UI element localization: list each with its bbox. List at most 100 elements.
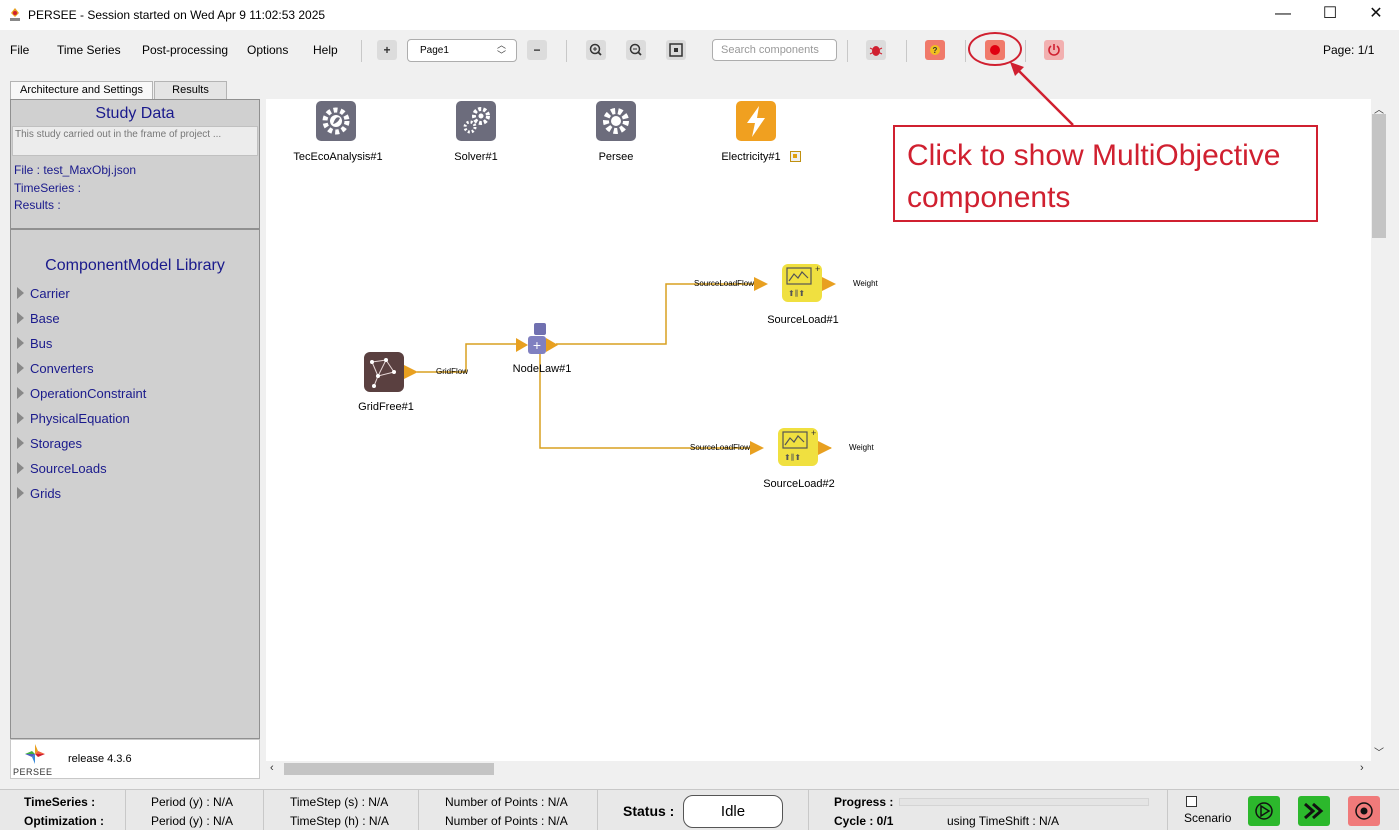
library-item-physicalequation[interactable]: PhysicalEquation [17,411,130,426]
sourceloadflow1-port-label: SourceLoadFlow [694,279,755,288]
gear-icon [603,108,629,134]
gridfree-component[interactable] [364,352,404,392]
zoom-in-button[interactable] [586,40,606,60]
logo-text: PERSEE [13,767,53,777]
sourceload1-component[interactable]: ⬆⫼⬆+ [782,264,822,302]
timeseries-label: TimeSeries : [24,795,96,809]
cycle-value: Cycle : 0/1 [834,814,894,828]
period-y-optimization: Period (y) : N/A [151,814,234,828]
sourceload2-component[interactable]: ⬆⫼⬆+ [778,428,818,466]
play-icon [1255,802,1273,820]
menu-post-processing-label: Post-processing [142,43,229,57]
solver-component[interactable] [456,101,496,141]
network-icon [370,358,396,388]
status-separator [597,790,598,830]
status-separator [263,790,264,830]
gear-leaf-icon [322,107,350,135]
gridflow-port-label: GridFlow [436,367,469,376]
lightning-icon [747,106,765,137]
status-bar: TimeSeries : Optimization : Period (y) :… [0,789,1399,830]
horizontal-scrollbar[interactable]: ‹ › [266,761,1371,777]
library-item-label: SourceLoads [30,461,107,476]
annotation-arrow [1010,62,1074,126]
load-chart-icon: ⬆⫼⬆+ [782,428,816,462]
release-panel: PERSEE release 4.3.6 [10,739,260,779]
library-item-carrier[interactable]: Carrier [17,286,70,301]
svg-text:⬆⫼⬆: ⬆⫼⬆ [784,453,801,462]
library-item-base[interactable]: Base [17,311,60,326]
remove-page-button[interactable]: − [527,40,547,60]
number-of-points-timeseries: Number of Points : N/A [445,795,568,809]
menu-help[interactable]: Help [313,43,338,57]
menu-post-processing[interactable]: Post-processing [142,43,228,57]
study-description[interactable]: This study carried out in the frame of p… [12,126,258,156]
debug-button[interactable] [866,40,886,60]
expand-arrow-icon [17,287,24,299]
library-item-storages[interactable]: Storages [17,436,82,451]
vertical-scroll-thumb[interactable] [1372,114,1386,238]
vertical-scrollbar[interactable]: ︿ ﹀ [1371,99,1387,761]
nodelaw-settings-icon[interactable] [534,323,546,335]
library-item-grids[interactable]: Grids [17,486,61,501]
input-port-icon [750,441,764,455]
add-page-button[interactable]: + [377,40,397,60]
toolbar-separator [566,40,567,62]
timestep-hours: TimeStep (h) : N/A [290,814,389,828]
zoom-out-button[interactable] [626,40,646,60]
persee-component[interactable] [596,101,636,141]
fit-view-button[interactable] [666,40,686,60]
scroll-right-icon[interactable]: › [1360,762,1364,774]
gridfree-label: GridFree#1 [358,401,414,413]
expand-arrow-icon [17,437,24,449]
quit-button[interactable] [1044,40,1064,60]
status-separator [808,790,809,830]
tecoanalysis-component[interactable] [316,101,356,141]
electricity-component[interactable] [736,101,776,141]
fast-run-button[interactable] [1298,796,1330,826]
close-button[interactable]: ✕ [1369,5,1383,22]
minimize-button[interactable]: — [1275,5,1291,22]
annotation-line-2: components [907,181,1071,214]
library-item-operationconstraint[interactable]: OperationConstraint [17,386,146,401]
toolbar-separator [847,40,848,62]
library-item-bus[interactable]: Bus [17,336,52,351]
expand-arrow-icon [17,462,24,474]
persee-label: Persee [598,151,634,163]
menu-options[interactable]: Options [247,43,288,57]
search-input[interactable] [712,39,837,61]
help-button[interactable]: ? [925,40,945,60]
library-item-label: Carrier [30,286,70,301]
power-icon [1048,44,1060,56]
horizontal-scroll-thumb[interactable] [284,763,494,775]
period-y-timeseries: Period (y) : N/A [151,795,234,809]
scenario-label: Scenario [1184,811,1232,825]
scroll-up-icon[interactable]: ︿ [1374,105,1384,116]
status-label: Status : [623,803,675,819]
scroll-down-icon[interactable]: ﹀ [1374,748,1384,759]
nodelaw-component[interactable]: + [516,336,562,354]
study-file: File : test_MaxObj.json [14,163,137,177]
library-item-label: Storages [30,436,83,451]
menu-help-label: Help [313,43,338,57]
expand-arrow-icon [17,337,24,349]
library-title: ComponentModel Library [45,257,225,274]
run-button[interactable] [1248,796,1280,826]
scroll-left-icon[interactable]: ‹ [270,762,274,774]
electricity-checkbox[interactable] [790,151,801,162]
library-item-converters[interactable]: Converters [17,361,94,376]
tab-architecture[interactable]: Architecture and Settings [10,81,153,99]
persee-logo-icon [25,744,45,764]
menu-file[interactable]: File [10,43,29,57]
progress-label: Progress : [834,795,894,809]
tecoanalysis-label: TecEcoAnalysis#1 [293,151,383,163]
number-of-points-optimization: Number of Points : N/A [445,814,568,828]
scenario-checkbox[interactable] [1186,796,1197,807]
page-select[interactable]: Page1 ︿﹀ [407,39,517,62]
menu-time-series[interactable]: Time Series [57,43,121,57]
sourceloadflow2-port-label: SourceLoadFlow [690,443,751,452]
maximize-button[interactable]: ☐ [1322,5,1338,22]
annotation-callout: Click to show MultiObjective components [893,125,1318,222]
tab-results[interactable]: Results [154,81,227,99]
library-item-sourceloads[interactable]: SourceLoads [17,461,107,476]
stop-button[interactable] [1348,796,1380,826]
